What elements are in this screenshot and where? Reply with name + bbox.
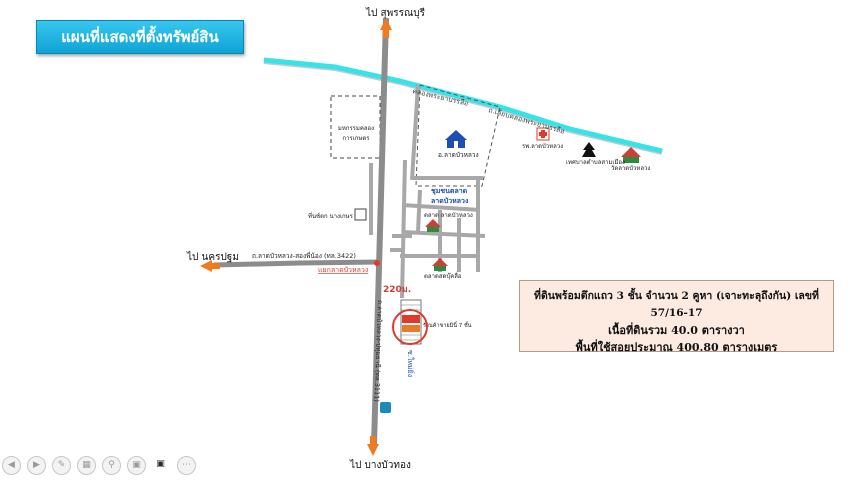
main-roads: [213, 17, 389, 446]
secondary-roads: [369, 84, 486, 299]
hospital-label: รพ.ลาดบัวหลวง: [522, 143, 563, 150]
info-line-3: พื้นที่ใช้สอยประมาณ 400.80 ตารางเมตร: [575, 341, 778, 354]
previous-icon[interactable]: ◀: [2, 456, 21, 475]
district-office-lot: [415, 84, 501, 187]
canal-road-label: ถ.เลียบคลองพระยาบรรลือ: [487, 106, 565, 135]
north-arrow: [380, 18, 392, 30]
info-line-2: เนื้อที่ดินรวม 40.0 ตารางวา: [608, 324, 745, 337]
temple-label: วัดลาดบัวหลวง: [611, 165, 650, 172]
property-parcel: [392, 299, 428, 345]
convenience-label: ร้านค้าขายมินิ์ 7 ชั้น: [423, 321, 472, 329]
market-label: ตลาด ลาดบัวหลวง: [424, 212, 473, 219]
side-road-label: ซ.ใหม่ยิ่ง: [406, 350, 415, 377]
to-west-label: ไป นครปฐม: [186, 251, 239, 263]
west-arrow: [200, 260, 212, 272]
more-icon[interactable]: ⋯: [177, 456, 196, 475]
agri-office-label-1: มหกรรมคลอง: [338, 125, 374, 132]
community-label-1: ชุมชนตลาด: [431, 187, 468, 195]
next-icon[interactable]: ▶: [27, 456, 46, 475]
info-line-1: ที่ดินพร้อมตึกแถว 3 ชั้น จำนวน 2 คูหา (เ…: [534, 290, 819, 319]
land-office-icon: [354, 208, 367, 221]
property-info-box: ที่ดินพร้อมตึกแถว 3 ชั้น จำนวน 2 คูหา (เ…: [519, 280, 834, 354]
market-icon: [425, 219, 441, 232]
community-label-2: ลาดบัวหลวง: [431, 197, 469, 205]
to-north-label: ไป สุพรรณบุรี: [365, 7, 426, 19]
map-title: แผนที่แสดงที่ตั้งทรัพย์สิน: [36, 20, 244, 54]
agri-office-label-2: การเกษตร: [343, 135, 371, 142]
municipality-icon: [582, 142, 596, 157]
video-icon[interactable]: ▣: [156, 459, 165, 469]
market2-icon: [432, 258, 448, 271]
temple-icon: [621, 147, 641, 163]
zoom-icon[interactable]: ⚲: [102, 456, 121, 475]
to-south-label: ไป บางบัวทอง: [349, 459, 411, 471]
main-road-label: ถ.ลาดบัวหลวง-ปทุมธานี (ทล.3111): [372, 300, 384, 402]
intersection-marker: [374, 260, 380, 266]
distance-label: 220ม.: [383, 285, 411, 295]
slides-icon[interactable]: ▦: [77, 456, 96, 475]
hospital-icon: [536, 127, 550, 141]
west-road-label: ถ.ลาดบัวหลวง-สองพี่น้อง (ทล.3422): [252, 251, 356, 260]
screen-icon[interactable]: ▣: [127, 456, 146, 475]
district-office-icon: [445, 130, 467, 148]
market2-label: ตลาดสดบุ๊คลื่อ: [424, 272, 462, 280]
canal: [263, 57, 663, 154]
gas-station-icon: [380, 402, 391, 413]
municipality-label: เทศบาลตำบลสามเมือง: [566, 158, 625, 166]
south-arrow: [367, 444, 379, 456]
intersection-label: แยกลาดบัวหลวง: [318, 266, 368, 274]
land-office-label: ที่นซ์ตก นางเกษร: [308, 212, 354, 220]
pen-icon[interactable]: ✎: [52, 456, 71, 475]
district-office-label: อ.ลาดบัวหลวง: [438, 151, 479, 159]
